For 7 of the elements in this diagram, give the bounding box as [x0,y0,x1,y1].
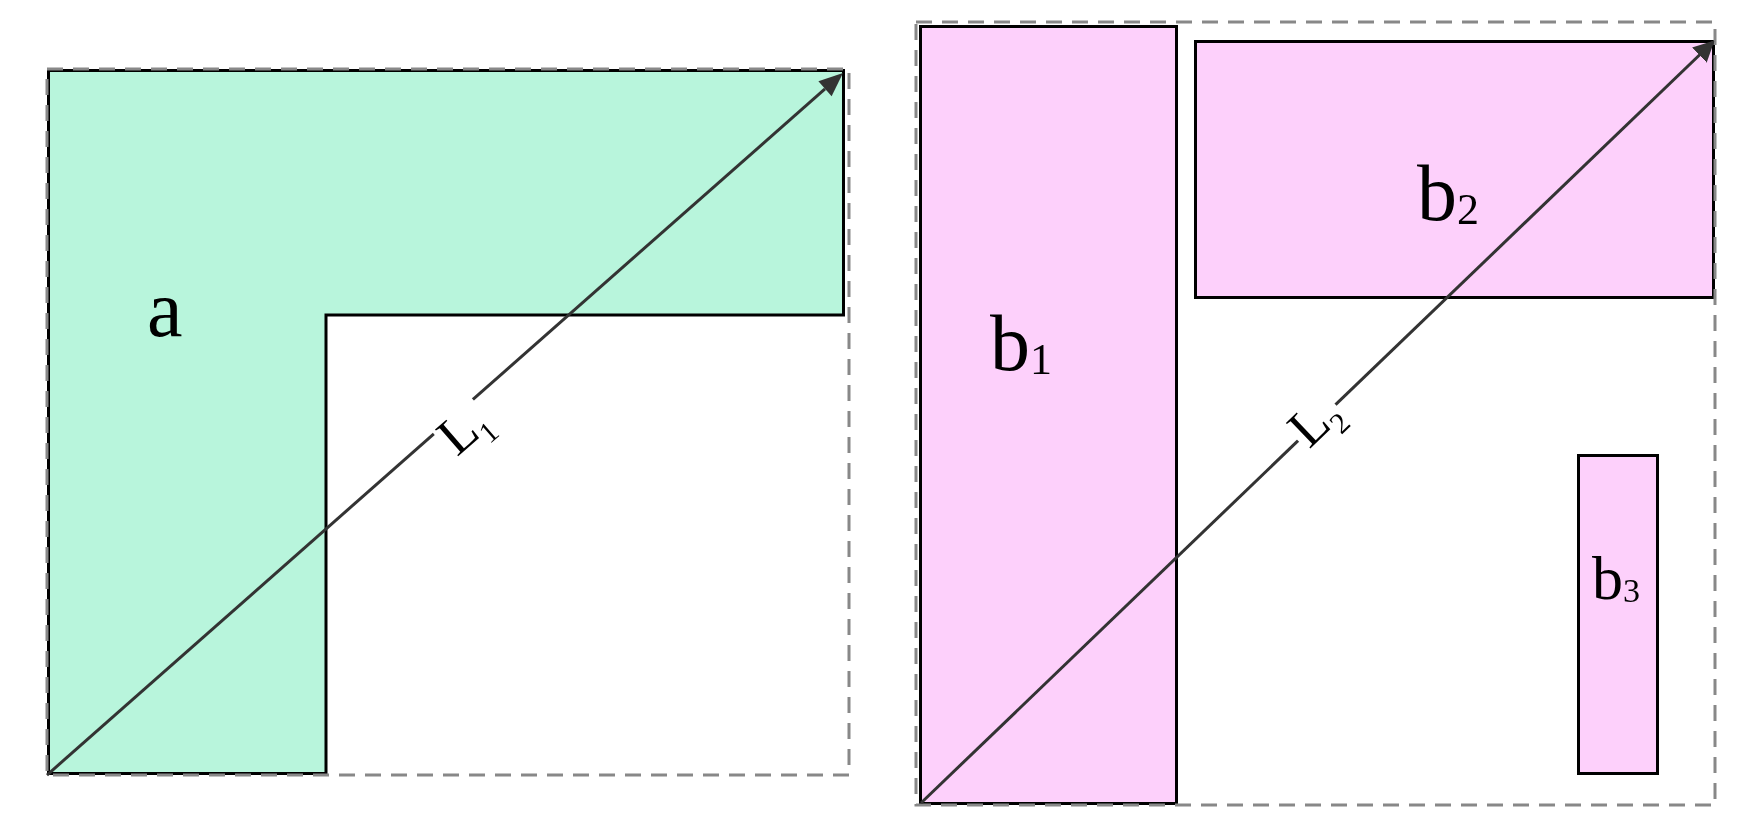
region-label: b$_{3}$ [1592,547,1641,609]
region-label: b$_{1}$ [990,303,1052,383]
rectangle-region [1194,40,1715,299]
rectangle-region [1577,454,1659,775]
region-label: a [147,269,183,349]
region-label: b$_{2}$ [1417,153,1479,233]
rectangle-region [919,25,1178,805]
